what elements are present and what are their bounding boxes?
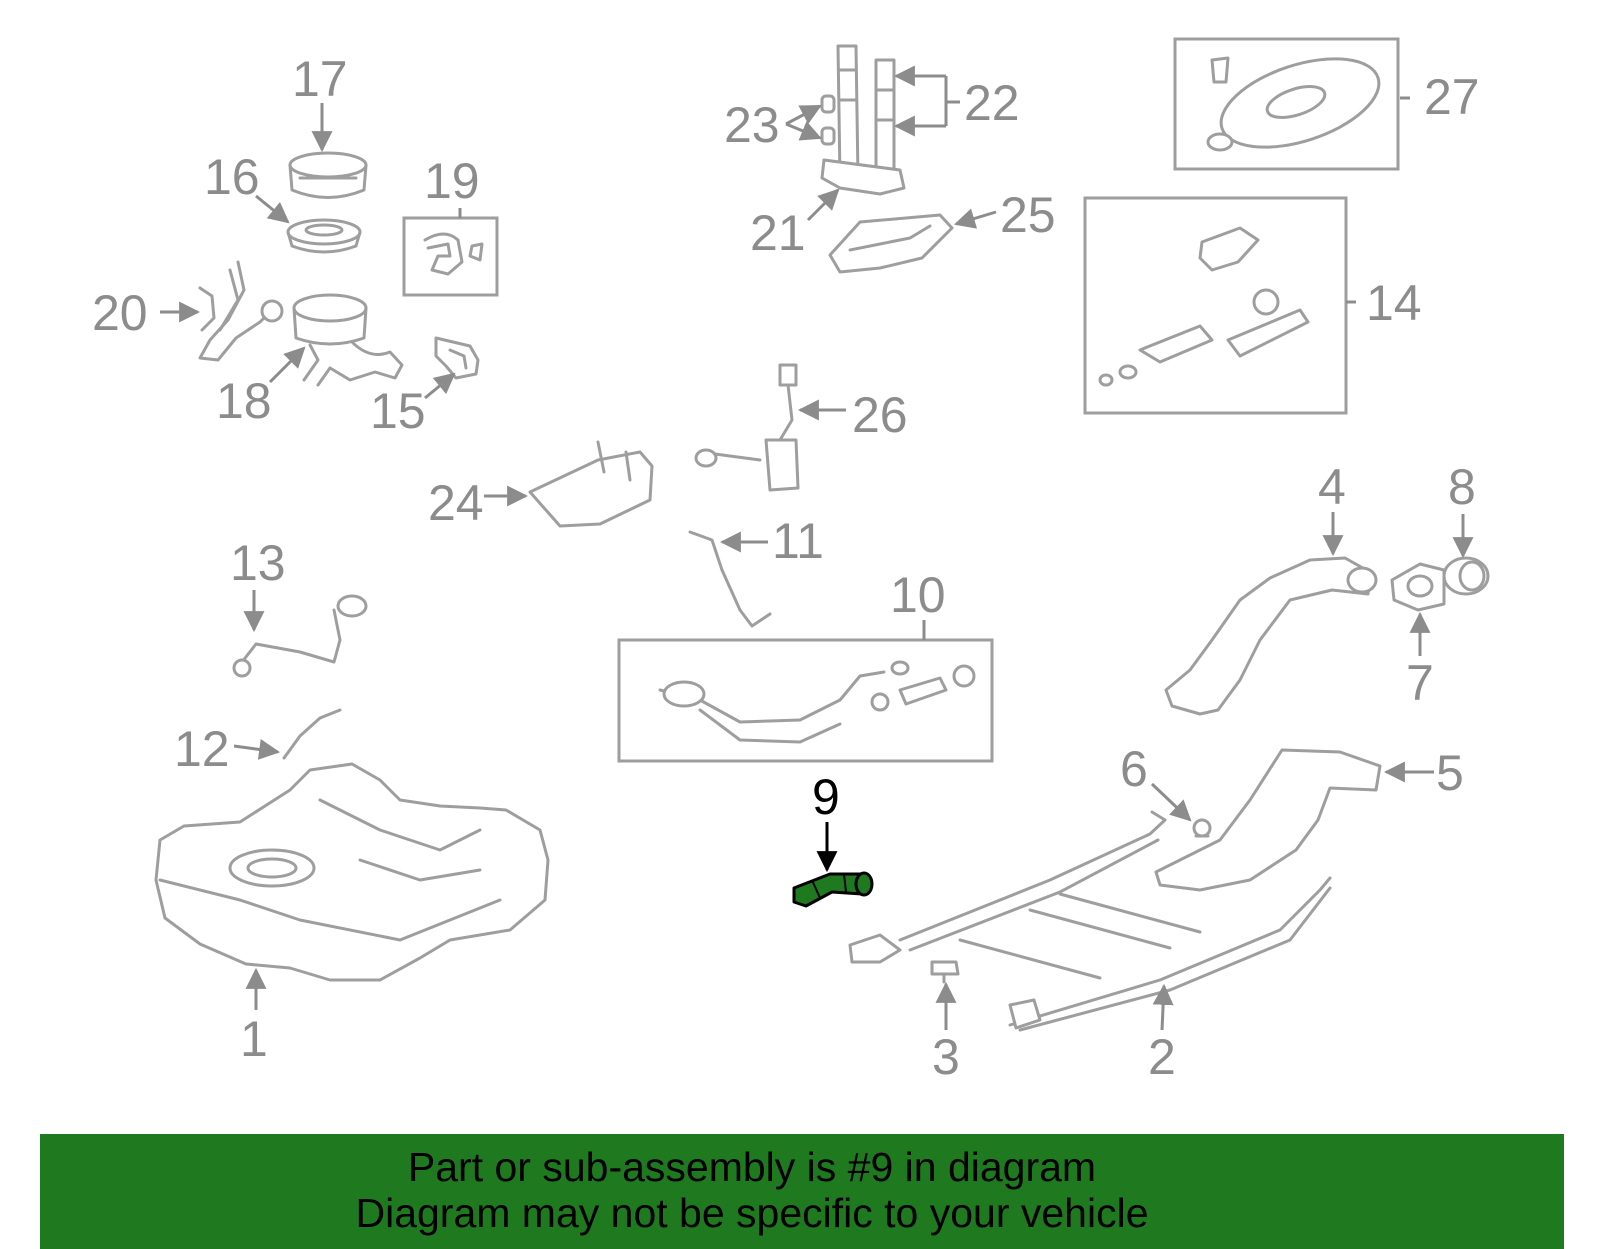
- leader-lines: [160, 65, 1474, 1031]
- callout-labels: 17 16 19 20 18 15 22 23 21 25 27 14 26 2…: [92, 51, 1480, 1085]
- callout-6: 6: [1120, 741, 1148, 797]
- callout-4: 4: [1318, 459, 1346, 515]
- part-14-box: [1083, 196, 1348, 415]
- callout-15: 15: [370, 383, 426, 439]
- info-line-1: Part or sub-assembly is #9 in diagram: [407, 1144, 1097, 1190]
- callout-19: 19: [424, 153, 480, 209]
- callout-18: 18: [216, 373, 272, 429]
- callout-27: 27: [1424, 69, 1480, 125]
- callout-14: 14: [1366, 275, 1422, 331]
- callout-21: 21: [750, 205, 806, 261]
- callout-7: 7: [1406, 655, 1434, 711]
- part-3-bolt: [930, 960, 960, 984]
- callout-25: 25: [1000, 187, 1056, 243]
- part-8-cap: [1442, 556, 1490, 596]
- callout-12: 12: [174, 721, 230, 777]
- part-7-base: [1390, 562, 1446, 612]
- part-18-pump-module: [292, 293, 404, 387]
- part-16-gasket: [286, 218, 362, 254]
- callout-9: 9: [812, 769, 840, 825]
- callout-13: 13: [230, 535, 286, 591]
- callout-3: 3: [932, 1029, 960, 1085]
- callout-11: 11: [772, 513, 824, 569]
- part-22-tubes: [836, 44, 896, 180]
- callout-16: 16: [204, 149, 260, 205]
- part-23-grommets: [820, 94, 836, 146]
- callout-5: 5: [1436, 745, 1464, 801]
- callout-20: 20: [92, 285, 148, 341]
- callout-10: 10: [890, 567, 946, 623]
- callout-1: 1: [240, 1011, 268, 1067]
- part-9-hose-highlighted[interactable]: [792, 871, 874, 908]
- part-12-hose: [282, 708, 342, 760]
- part-26-sender: [694, 363, 800, 492]
- part-6-clip: [1192, 818, 1212, 838]
- part-19-box: [402, 216, 499, 297]
- callout-26: 26: [852, 387, 908, 443]
- part-11-hose: [688, 530, 772, 628]
- callout-2: 2: [1148, 1029, 1176, 1085]
- part-24-tray: [528, 440, 654, 528]
- part-2-straps: [848, 810, 1332, 1032]
- part-10-box: [617, 638, 994, 763]
- callout-24: 24: [428, 475, 484, 531]
- info-line-2: Diagram may not be specific to your vehi…: [355, 1190, 1149, 1236]
- part-1-tank: [154, 762, 550, 982]
- part-4-filler-pipe: [1164, 556, 1378, 716]
- part-5-shield: [1154, 748, 1382, 892]
- callout-8: 8: [1448, 459, 1476, 515]
- part-25-filter: [828, 213, 954, 274]
- part-13-hose: [232, 594, 368, 678]
- part-17-ring: [288, 151, 368, 199]
- callout-22: 22: [964, 75, 1020, 131]
- callout-23: 23: [724, 97, 780, 153]
- part-27-box: [1173, 37, 1400, 171]
- part-21-bracket: [820, 158, 906, 196]
- info-banner: Part or sub-assembly is #9 in diagram Di…: [40, 1134, 1564, 1249]
- callout-17: 17: [292, 51, 348, 107]
- part-15-bracket: [434, 336, 480, 380]
- part-20-harness: [198, 260, 284, 362]
